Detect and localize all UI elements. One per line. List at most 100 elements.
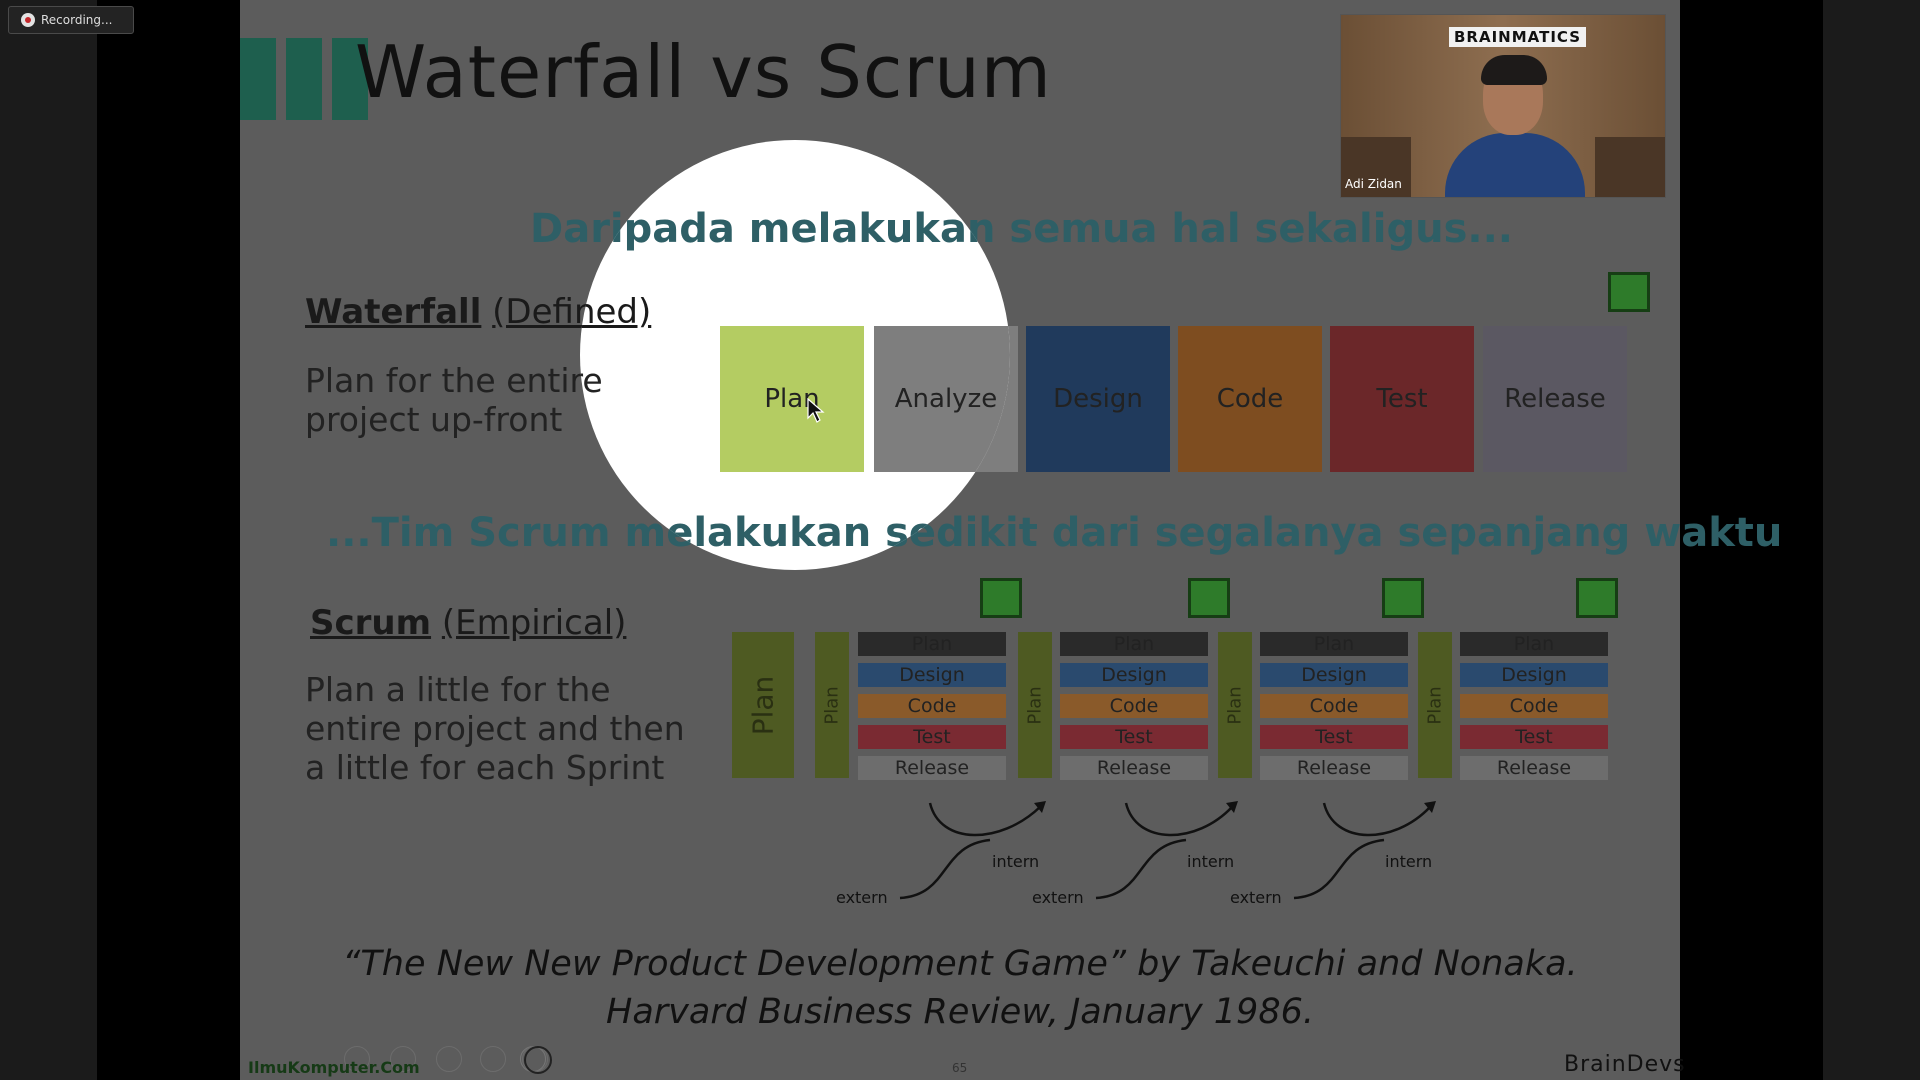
feedback-arrows (899, 801, 1436, 900)
sprint-group-2: Plan Design Code Test Release (1060, 632, 1208, 782)
sprint4-row-test: Test (1460, 725, 1608, 749)
lens-waterfall-header: Waterfall (Defined) (580, 292, 651, 332)
waterfall-box-test: Test (1330, 326, 1474, 472)
sprint1-row-plan: Plan (858, 632, 1006, 656)
spotlight-lens: Daripada melakukan semua hal sekaligus..… (580, 140, 1010, 570)
arrow-intern-3 (1322, 802, 1431, 837)
logo-bar-2 (286, 38, 322, 120)
tagline-mid: ...Tim Scrum melakukan sedikit dari sega… (326, 510, 1783, 556)
prev-slide-icon[interactable] (344, 1046, 370, 1072)
arrow-extern-3 (1293, 838, 1385, 900)
scrum-label: Scrum (310, 603, 432, 643)
lens-desc-line1: Plan for the entire (580, 361, 603, 400)
arrow-extern-1 (899, 838, 991, 900)
sprint3-row-design: Design (1260, 663, 1408, 687)
sprint-plan-label-2: Plan (1024, 685, 1046, 725)
left-letterbox (0, 0, 97, 1080)
waterfall-desc-line2: project up-front (305, 400, 563, 439)
pen-icon[interactable] (436, 1046, 462, 1072)
scrum-big-plan-label: Plan (746, 675, 780, 735)
recording-label: Recording... (41, 13, 113, 27)
waterfall-description: Plan for the entire project up-front (305, 361, 603, 439)
scrum-big-plan: Plan (732, 632, 794, 778)
search-icon[interactable] (480, 1046, 506, 1072)
bookshelf-left (1341, 137, 1411, 197)
scrum-paren: (Empirical) (441, 603, 627, 643)
mouse-cursor-icon (807, 398, 825, 423)
scrum-desc-line2: entire project and then (305, 709, 685, 748)
quote-line1: “The New New Product Development Game” b… (342, 944, 1578, 984)
webcam-tile[interactable]: BRAINMATICS Adi Zidan (1340, 14, 1666, 198)
cube-icon (1382, 578, 1424, 618)
lens-waterfall-paren: (Defined) (580, 292, 652, 332)
sprint3-row-code: Code (1260, 694, 1408, 718)
sprint1-row-design: Design (858, 663, 1006, 687)
waterfall-desc-line1: Plan for the entire (305, 361, 603, 400)
sprint-plan-label-4: Plan (1424, 685, 1446, 725)
footer-source: IlmuKomputer.Com (248, 1058, 420, 1077)
sprint4-row-release: Release (1460, 756, 1608, 780)
sprint-group-1: Plan Design Code Test Release (858, 632, 1006, 782)
sprint3-row-release: Release (1260, 756, 1408, 780)
extern-label-3: extern (1230, 888, 1282, 907)
sprint-plan-label-1: Plan (821, 685, 843, 725)
next-slide-icon[interactable] (390, 1046, 416, 1072)
scrum-desc-line3: a little for each Sprint (305, 748, 665, 787)
lens-box-analyze: Analyze (874, 326, 1010, 472)
sprint2-row-release: Release (1060, 756, 1208, 780)
cube-icon (1608, 272, 1650, 312)
logo-bar-1 (240, 38, 276, 120)
bookshelf-right (1595, 137, 1665, 197)
sprint1-row-release: Release (858, 756, 1006, 780)
lens-tagline-top: Daripada melakukan semua hal sekaligus..… (580, 206, 1010, 252)
scrum-header: Scrum (Empirical) (310, 603, 626, 643)
waterfall-box-release: Release (1483, 326, 1627, 472)
arrow-intern-1 (928, 802, 1041, 837)
arrow-extern-2 (1095, 838, 1187, 900)
intern-label-3: intern (1385, 852, 1433, 871)
extern-label-2: extern (1032, 888, 1084, 907)
lens-box-plan: Plan (720, 326, 864, 472)
cube-icon (980, 578, 1022, 618)
sprint-plan-col-3: Plan (1218, 632, 1252, 778)
scrum-desc-line1: Plan a little for the (305, 670, 611, 709)
participant-name: Adi Zidan (1345, 177, 1402, 191)
webcam-brand-sign: BRAINMATICS (1449, 27, 1587, 47)
citation-quote: “The New New Product Development Game” b… (240, 940, 1680, 1036)
waterfall-label: Waterfall (305, 292, 482, 332)
waterfall-box-code: Code (1178, 326, 1322, 472)
sprint1-row-test: Test (858, 725, 1006, 749)
sprint2-row-design: Design (1060, 663, 1208, 687)
intern-label-2: intern (1187, 852, 1235, 871)
extern-label-1: extern (836, 888, 888, 907)
sprint3-row-plan: Plan (1260, 632, 1408, 656)
sprint2-row-test: Test (1060, 725, 1208, 749)
sprint2-row-code: Code (1060, 694, 1208, 718)
sprint1-row-code: Code (858, 694, 1006, 718)
cube-icon (1576, 578, 1618, 618)
recording-badge[interactable]: Recording... (8, 6, 134, 34)
intern-label-1: intern (992, 852, 1040, 871)
quote-line2: Harvard Business Review, January 1986. (606, 992, 1314, 1032)
sprint-plan-col-1: Plan (815, 632, 849, 778)
waterfall-box-design: Design (1026, 326, 1170, 472)
camera-icon[interactable] (524, 1046, 552, 1074)
sprint4-row-plan: Plan (1460, 632, 1608, 656)
lens-tagline-mid: ...Tim Scrum melakukan sedikit dari sega… (580, 510, 1010, 556)
logo-bar-3 (332, 38, 368, 120)
sprint4-row-code: Code (1460, 694, 1608, 718)
right-letterbox (1823, 0, 1920, 1080)
lens-waterfall-description: Plan for the entire project up-front (580, 361, 603, 439)
page-number: 65 (952, 1061, 968, 1075)
recording-icon (21, 13, 35, 27)
sprint-group-3: Plan Design Code Test Release (1260, 632, 1408, 782)
arrow-intern-2 (1124, 802, 1233, 837)
sprint2-row-plan: Plan (1060, 632, 1208, 656)
lens-desc-line2: project up-front (580, 400, 603, 439)
footer-brand: BrainDevs (1564, 1052, 1686, 1077)
scrum-description: Plan a little for the entire project and… (305, 670, 685, 787)
sprint-group-4: Plan Design Code Test Release (1460, 632, 1608, 782)
sprint-plan-col-2: Plan (1018, 632, 1052, 778)
cube-icon (1188, 578, 1230, 618)
sprint-plan-label-3: Plan (1224, 685, 1246, 725)
